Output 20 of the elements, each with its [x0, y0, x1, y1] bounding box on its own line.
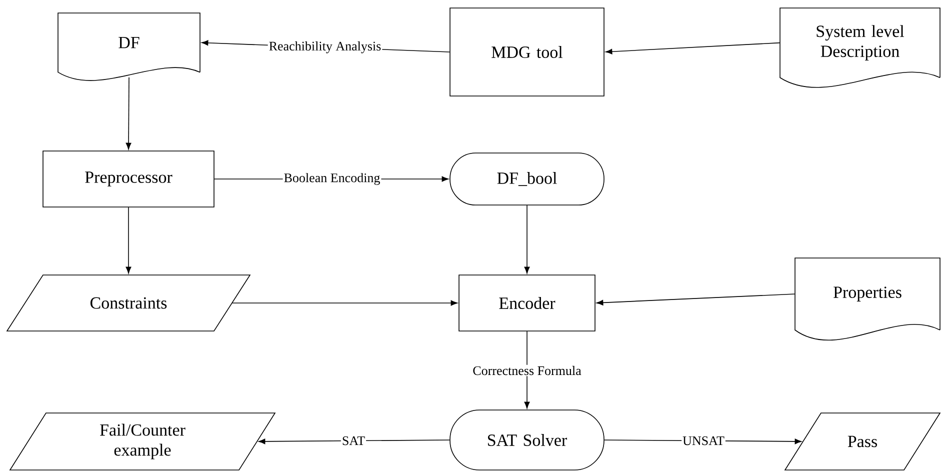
- arrow: [605, 42, 780, 54]
- edge-label: UNSAT: [682, 435, 726, 446]
- edge-label: Correctness Formula: [472, 364, 582, 376]
- terminal-box: SAT Solver: [450, 410, 604, 470]
- document-shape: DF: [58, 12, 200, 81]
- arrow: [524, 330, 530, 409]
- terminal-box: DF_bool: [450, 152, 604, 206]
- process-box: MDG tool: [450, 8, 604, 96]
- arrow: [126, 206, 132, 274]
- arrow: [232, 300, 458, 306]
- edge-label: Reachibility Analysis: [268, 40, 382, 54]
- document-shape: System level Description: [780, 8, 940, 88]
- process-box: Preprocessor: [42, 150, 214, 208]
- edge-label: Boolean Encoding: [282, 172, 382, 186]
- arrow: [524, 204, 530, 274]
- arrow: [126, 77, 132, 150]
- process-box: Encoder: [458, 274, 596, 332]
- document-shape: Properties: [794, 258, 940, 341]
- arrow: [596, 294, 796, 306]
- edge-label: SAT: [340, 435, 366, 446]
